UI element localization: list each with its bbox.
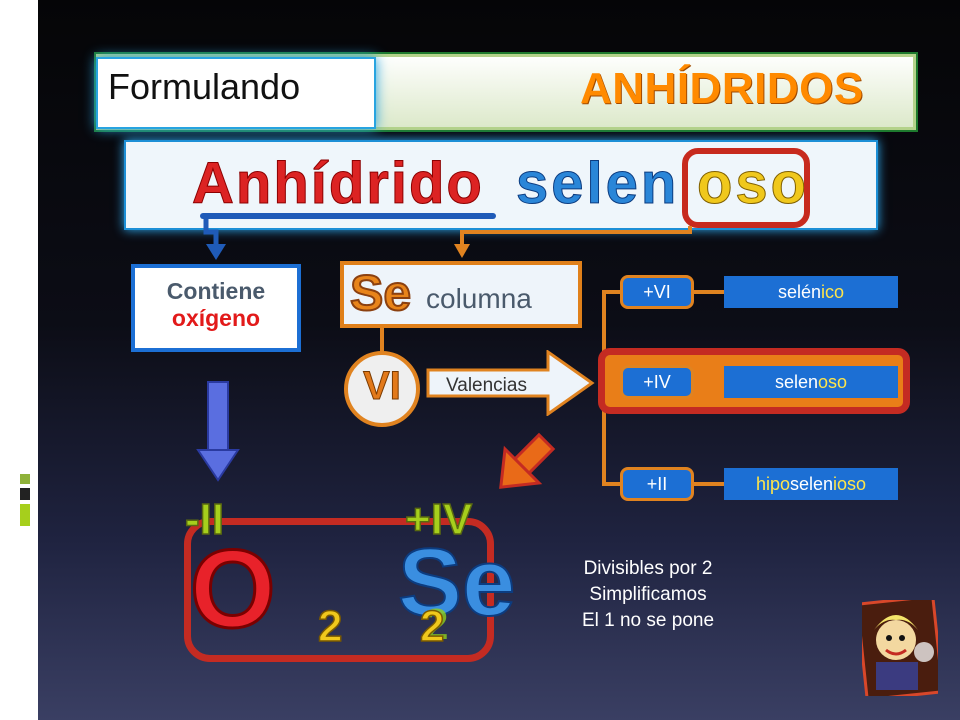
title-anhidrido: Anhídrido bbox=[192, 151, 484, 217]
arrow-down-icon bbox=[206, 244, 226, 260]
arrow-down-icon bbox=[454, 244, 470, 258]
anhidrido-underline bbox=[200, 213, 496, 219]
columna-label: columna bbox=[426, 283, 532, 314]
oxygen-symbol: O bbox=[189, 528, 278, 651]
valencias-arrow-icon bbox=[426, 350, 595, 416]
oso-highlight-frame bbox=[682, 148, 810, 228]
valencias-label: Valencias bbox=[446, 375, 527, 396]
formulando-box bbox=[96, 57, 376, 129]
valence-pill-vi: +VI bbox=[620, 275, 694, 309]
oxigeno-label: oxígeno bbox=[171, 305, 261, 331]
formulando-label: Formulando bbox=[108, 66, 301, 107]
note-el-1: El 1 no se pone bbox=[581, 610, 715, 631]
valence-name-hiposelenioso: hiposelenioso bbox=[724, 468, 898, 500]
left-white-strip bbox=[0, 0, 38, 720]
big-arrow-down-icon bbox=[196, 449, 240, 482]
valence-name-selenioso: selenoso bbox=[724, 366, 898, 398]
notes-text: Divisibles por 2 Simplificamos El 1 no s… bbox=[548, 556, 748, 634]
note-divisibles: Divisibles por 2 bbox=[583, 558, 713, 579]
note-simplificamos: Simplificamos bbox=[589, 584, 707, 605]
se-columna-box bbox=[340, 261, 582, 328]
title-oso: oso bbox=[696, 151, 810, 217]
selenium-subscript-ghost: 2 bbox=[424, 600, 449, 649]
deco-square bbox=[20, 488, 30, 500]
se-symbol: Se bbox=[349, 264, 412, 322]
valence-pill-iv: +IV bbox=[620, 365, 694, 399]
selenium-charge: +IV bbox=[404, 494, 473, 545]
deco-square bbox=[20, 504, 30, 526]
title-selen: selen bbox=[515, 151, 680, 217]
valence-pill-ii: +II bbox=[620, 467, 694, 501]
character-image bbox=[862, 600, 938, 696]
selenium-subscript: 2 bbox=[419, 601, 445, 652]
contiene-oxigeno-box: Contiene oxígeno bbox=[131, 264, 301, 352]
contiene-label: Contiene bbox=[166, 278, 266, 304]
group-vi-label: VI bbox=[363, 364, 402, 409]
group-vi-circle: VI bbox=[344, 351, 420, 427]
diagonal-arrow-icon bbox=[499, 432, 556, 489]
deco-square bbox=[20, 474, 30, 484]
oxygen-charge: -II bbox=[184, 494, 225, 545]
anhidridos-label: ANHÍDRIDOS bbox=[580, 64, 864, 113]
selenium-symbol: Se bbox=[397, 529, 516, 636]
valence-name-selenico: selénico bbox=[724, 276, 898, 308]
formula-frame bbox=[184, 518, 494, 662]
oxygen-subscript: 2 bbox=[317, 601, 343, 652]
